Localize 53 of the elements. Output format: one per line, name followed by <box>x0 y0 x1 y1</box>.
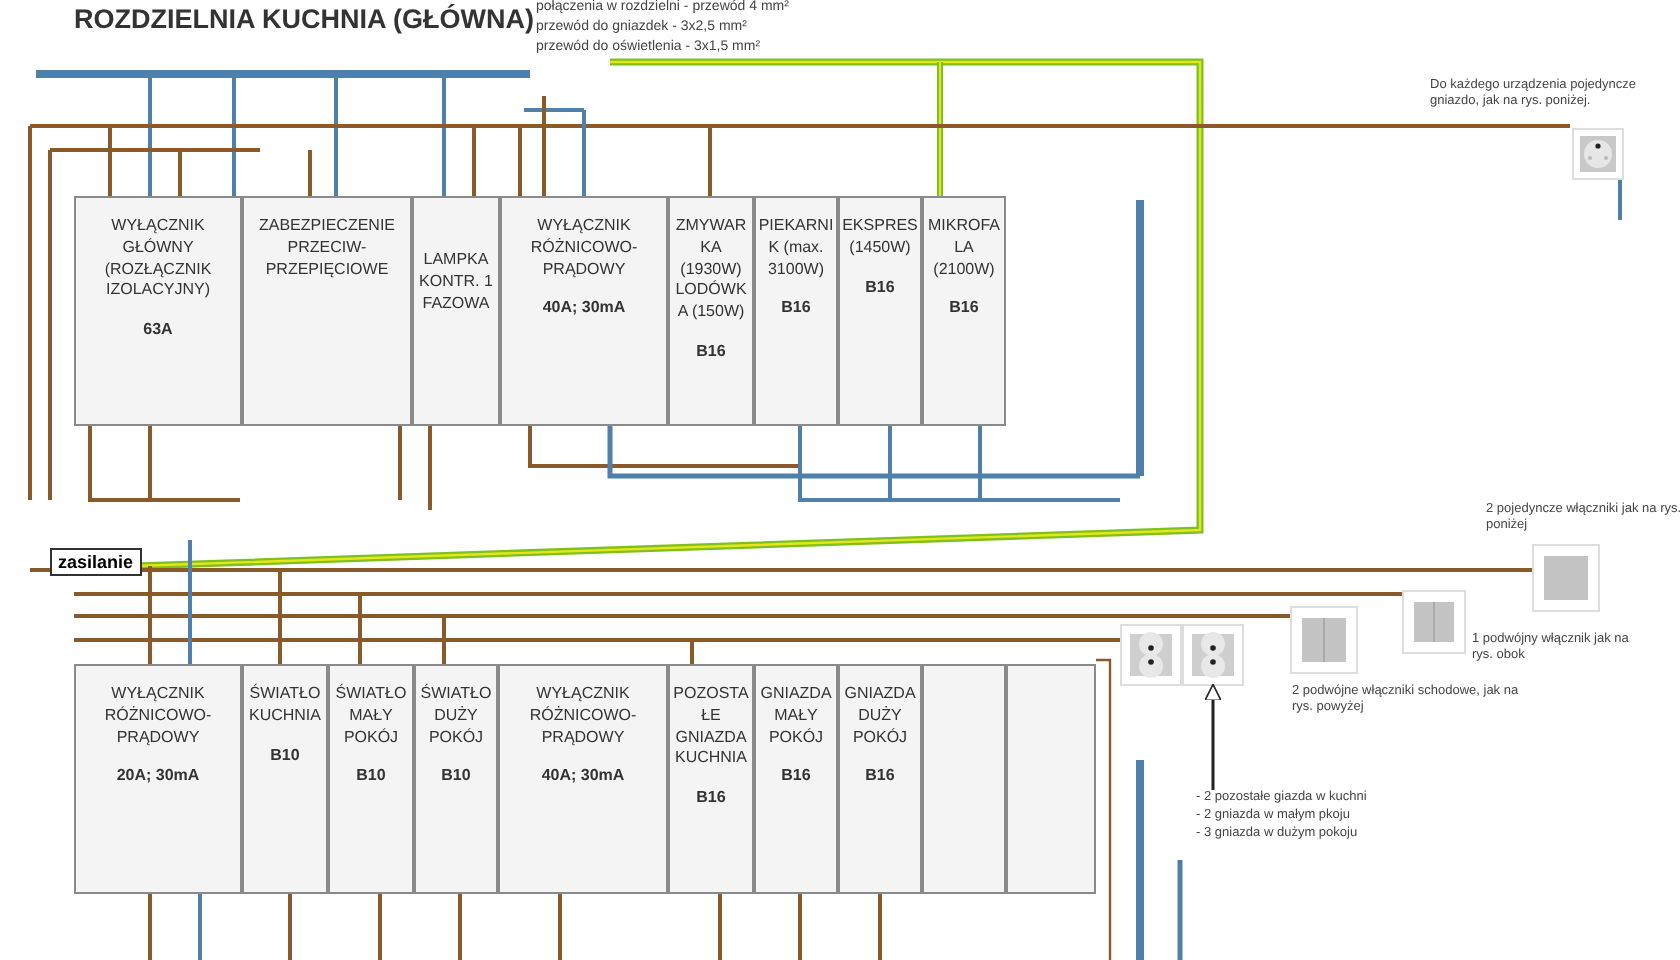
module-label: ŚWIATŁO DUŻY POKÓJ <box>418 684 494 749</box>
rating-text: B16 <box>865 766 895 789</box>
picture-frame <box>1120 624 1182 686</box>
diagram-title: ROZDZIELNIA KUCHNIA (GŁÓWNA) <box>74 4 534 34</box>
rating-text: B16 <box>696 341 726 364</box>
rating-text: B16 <box>696 788 726 810</box>
rating-text: B16 <box>781 298 811 321</box>
breaker-module <box>242 664 328 894</box>
breaker-module <box>754 196 838 426</box>
breaker-module <box>498 664 668 894</box>
module-label: MIKROFALA (2100W) <box>925 216 1002 281</box>
breaker-module <box>412 196 500 426</box>
rating-text: B16 <box>865 277 895 299</box>
module-label: WYŁĄCZNIK RÓŻNICOWO-PRĄDOWY <box>527 684 639 749</box>
breaker-module <box>74 196 242 426</box>
rating-text: 40A; 30mA <box>542 298 626 321</box>
rating-text: 20A; 30mA <box>116 766 200 789</box>
breaker-module <box>74 664 242 894</box>
rating-text: B10 <box>441 766 471 789</box>
breaker-module <box>922 196 1006 426</box>
module-label: EKSPRES (1450W) <box>840 216 920 260</box>
breaker-module <box>838 664 922 894</box>
empty-module-box <box>1006 664 1096 894</box>
module-label: PIEKARNIK (max. 3100W) <box>756 216 836 281</box>
rating-text: 40A; 30mA <box>541 766 625 789</box>
breaker-module <box>668 664 754 894</box>
module-label: WYŁĄCZNIK RÓŻNICOWO-PRĄDOWY <box>528 216 640 281</box>
rating-text: B10 <box>356 766 386 789</box>
module-label: ZMYWARKA (1930W) LODÓWKA (150W) <box>673 216 749 324</box>
module-label: WYŁĄCZNIK RÓŻNICOWO-PRĄDOWY <box>102 684 214 749</box>
breaker-module <box>838 196 922 426</box>
empty-module-box <box>922 664 1006 894</box>
breaker-module <box>328 664 414 894</box>
picture-frame <box>1182 624 1244 686</box>
module-label: LAMPKA KONTR. 1 FAZOWA <box>417 250 495 315</box>
module-label: GNIAZDA DUŻY POKÓJ <box>842 684 918 749</box>
rating-text: B16 <box>781 766 811 789</box>
rating-text: 63A <box>143 320 173 342</box>
rating-text: B10 <box>270 745 300 767</box>
breaker-module <box>754 664 838 894</box>
arrow <box>1204 683 1222 790</box>
module-label: GNIAZDA MAŁY POKÓJ <box>758 684 834 749</box>
breaker-module <box>242 196 412 426</box>
module-label: ŚWIATŁO KUCHNIA <box>246 684 323 728</box>
breaker-module <box>414 664 498 894</box>
module-label: POZOSTAŁE GNIAZDA KUCHNIA <box>671 684 751 771</box>
supply-label: zasilanie <box>50 548 142 576</box>
module-label: WYŁĄCZNIK GŁÓWNY (ROZŁĄCZNIK IZOLACYJNY) <box>102 216 214 303</box>
module-label: ŚWIATŁO MAŁY POKÓJ <box>333 684 409 749</box>
breaker-module <box>500 196 668 426</box>
breaker-module <box>668 196 754 426</box>
rating-text: B16 <box>949 298 979 321</box>
module-label: ZABEZPIECZENIE PRZECIW-PRZEPIĘCIOWE <box>256 216 397 281</box>
